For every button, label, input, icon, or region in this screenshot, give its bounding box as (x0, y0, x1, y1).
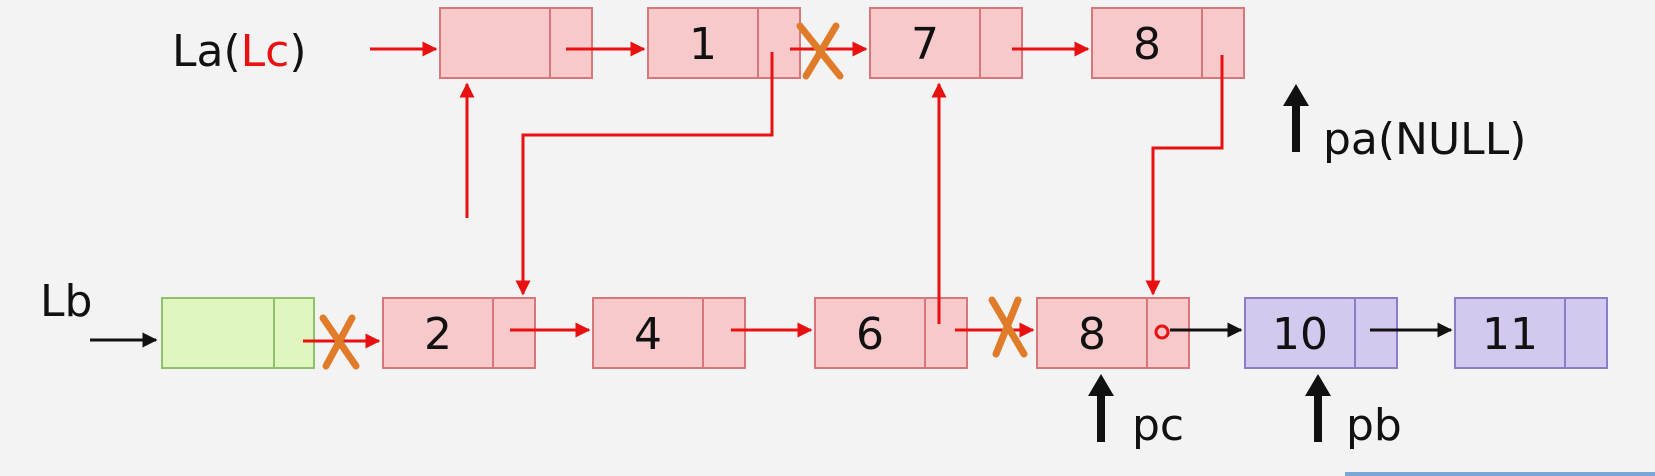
cross-icon (796, 22, 844, 80)
node-value: 1 (689, 19, 717, 70)
arrow-1-down-to-2 (515, 52, 774, 296)
cursor-ring-icon (1154, 324, 1170, 340)
pc-label: pc (1132, 400, 1184, 451)
node-value: 8 (1078, 309, 1106, 360)
list-b-node-6: 6 (814, 297, 968, 369)
list-b-node-10: 10 (1244, 297, 1398, 369)
la-lc-label: La(Lc) (172, 26, 307, 77)
pointer-arrows (1088, 84, 1331, 442)
node-value: 10 (1272, 309, 1328, 360)
list-b-node-8: 8 (1036, 297, 1190, 369)
node-value: 7 (911, 19, 939, 70)
lb-label: Lb (40, 276, 92, 327)
list-a-node-1: 1 (647, 7, 801, 79)
node-value: 6 (856, 309, 884, 360)
la-prefix: La( (172, 26, 241, 77)
list-a: 1 7 8 (439, 7, 1245, 79)
cross-marks (319, 22, 1028, 370)
list-a-node-7: 7 (869, 7, 1023, 79)
bottom-edge-bar (1345, 472, 1655, 476)
node-value: 8 (1133, 19, 1161, 70)
red-links (303, 41, 1224, 349)
pa-pointer-arrow-icon (1283, 84, 1309, 152)
node-value: 4 (634, 309, 662, 360)
pb-label: pb (1346, 400, 1402, 451)
node-value: 2 (424, 309, 452, 360)
arrow-8-down-to-8 (1145, 55, 1224, 296)
la-suffix: ) (289, 26, 306, 77)
cross-icon (319, 314, 360, 370)
list-b-node-11: 11 (1454, 297, 1608, 369)
pc-pointer-arrow-icon (1088, 374, 1114, 442)
cross-icon (988, 296, 1028, 358)
lc-label: Lc (241, 26, 290, 77)
pb-pointer-arrow-icon (1305, 374, 1331, 442)
list-b-head-node (161, 297, 315, 369)
black-links (90, 322, 1453, 348)
list-a-node-8: 8 (1091, 7, 1245, 79)
node-value: 11 (1482, 309, 1538, 360)
list-b-node-4: 4 (592, 297, 746, 369)
pa-label: pa(NULL) (1323, 114, 1526, 165)
list-b: 2 4 6 8 10 11 (161, 297, 1608, 369)
list-b-node-2: 2 (382, 297, 536, 369)
list-a-head-node (439, 7, 593, 79)
